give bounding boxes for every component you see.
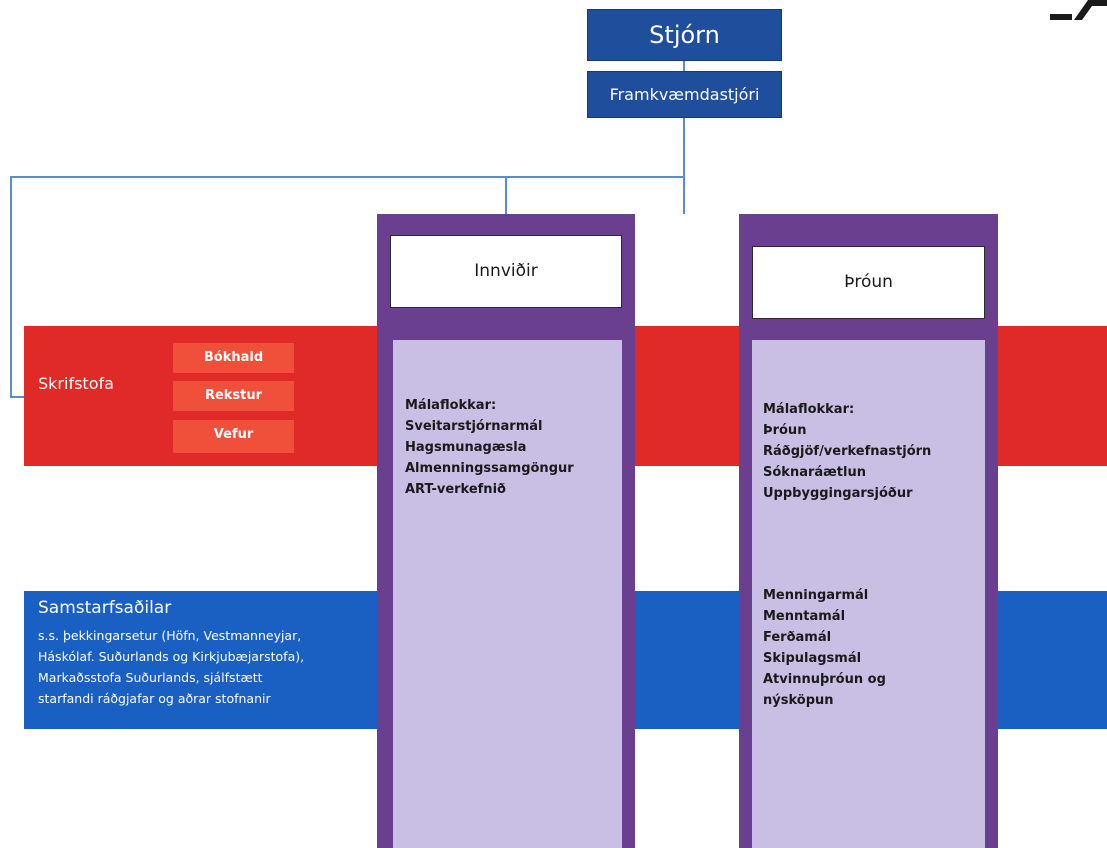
column-throun-title: Þróun [844,272,893,292]
connector-column1-drop [505,176,507,214]
column-throun-body [752,340,985,848]
board-label: Stjórn [649,21,720,49]
list-item: Skipulagsmál [763,651,862,666]
partners-line: starfandi ráðgjafar og aðrar stofnanir [38,691,271,706]
list-item: Málaflokkar: [763,402,855,417]
list-item: nýsköpun [763,693,834,708]
list-item: Menntamál [763,609,846,624]
column-innvidir-body [393,340,622,848]
partners-description: s.s. þekkingarsetur (Höfn, Vestmanneyjar… [38,625,378,709]
connector-trunk [683,118,685,177]
column-innvidir-items: Málaflokkar: Sveitarstjórnarmál Hagsmuna… [405,395,574,500]
list-item: Málaflokkar: [405,398,497,413]
list-item: Ferðamál [763,630,832,645]
list-item: Menningarmál [763,588,869,603]
director-label: Framkvæmdastjóri [609,85,760,104]
connector-left-to-office [10,396,30,398]
board-box: Stjórn [587,9,782,61]
column-throun-items-group2: Menningarmál Menntamál Ferðamál Skipulag… [763,585,886,711]
list-item: Þróun [763,423,807,438]
partners-line: Háskólaf. Suðurlands og Kirkjubæjarstofa… [38,649,305,664]
list-item: Sveitarstjórnarmál [405,419,543,434]
director-box: Framkvæmdastjóri [587,71,782,118]
partners-line: s.s. þekkingarsetur (Höfn, Vestmanneyjar… [38,628,302,643]
list-item: Uppbyggingarsjóður [763,486,913,501]
column-throun-items-group1: Málaflokkar: Þróun Ráðgjöf/verkefnastjór… [763,399,931,504]
office-label: Skrifstofa [38,374,114,393]
column-innvidir-header: Innviðir [390,235,622,308]
list-item: Almenningssamgöngur [405,461,574,476]
list-item: Hagsmunagæsla [405,440,527,455]
connector-column2-drop [683,176,685,214]
connector-left-drop [10,176,12,397]
list-item: Sóknaráætlun [763,465,866,480]
column-innvidir-title: Innviðir [474,261,538,281]
office-unit-bokhald: Bókhald [173,343,294,373]
logo-fragment-icon [1050,0,1107,20]
connector-director-down [683,61,685,71]
column-throun-header: Þróun [752,246,985,319]
connector-horizontal [10,176,684,178]
list-item: ART-verkefnið [405,482,506,497]
office-unit-vefur: Vefur [173,420,294,453]
partners-title: Samstarfsaðilar [38,598,172,618]
office-unit-rekstur: Rekstur [173,381,294,411]
list-item: Ráðgjöf/verkefnastjórn [763,444,932,459]
list-item: Atvinnuþróun og [763,672,886,687]
partners-line: Markaðsstofa Suðurlands, sjálfstætt [38,670,263,685]
